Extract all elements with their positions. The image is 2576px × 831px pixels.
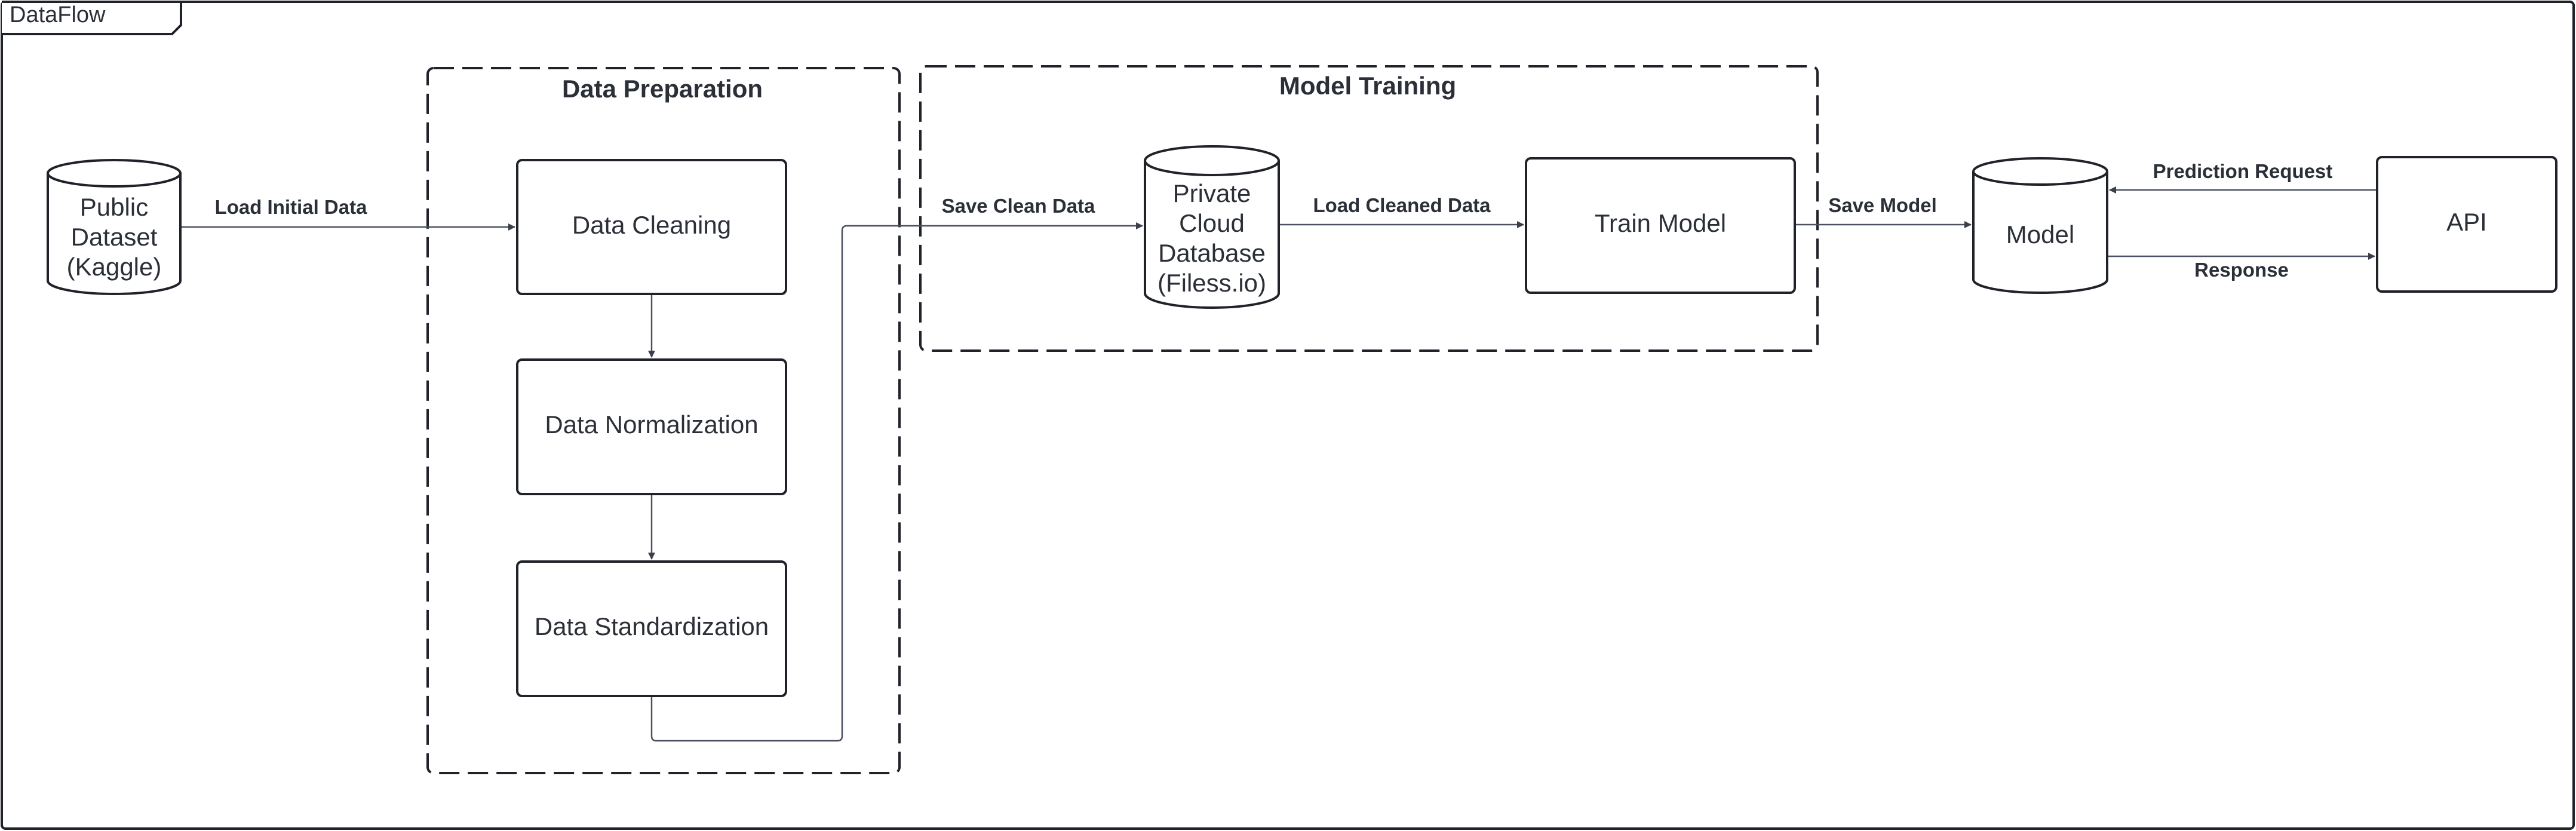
frame-title: DataFlow <box>10 2 106 27</box>
label-response: Response <box>2194 259 2289 281</box>
group-title-model-training: Model Training <box>1279 72 1456 100</box>
private-db-line-4: (Filess.io) <box>1157 269 1266 297</box>
private-db-line-3: Database <box>1158 239 1266 267</box>
node-model: Model <box>1972 157 2108 294</box>
model-label: Model <box>2006 220 2074 249</box>
edges <box>182 186 2376 742</box>
group-data-preparation: Data Preparation <box>426 67 901 774</box>
node-api: API <box>2376 156 2557 293</box>
label-load-initial-data: Load Initial Data <box>215 196 368 218</box>
node-data-cleaning: Data Cleaning <box>516 159 787 295</box>
private-db-line-1: Private <box>1173 179 1251 207</box>
label-load-cleaned-data: Load Cleaned Data <box>1313 194 1491 216</box>
node-data-normalization: Data Normalization <box>516 358 787 495</box>
node-train-model: Train Model <box>1525 157 1796 294</box>
public-dataset-line-1: Public <box>80 193 148 221</box>
node-private-cloud-database: Private Cloud Database (Filess.io) <box>1144 145 1280 309</box>
data-standardization-label: Data Standardization <box>535 612 769 640</box>
node-public-dataset: Public Dataset (Kaggle) <box>47 159 182 295</box>
public-dataset-line-3: (Kaggle) <box>67 253 162 281</box>
edge-save-clean-data <box>650 222 1143 742</box>
data-cleaning-label: Data Cleaning <box>572 211 731 239</box>
public-dataset-line-2: Dataset <box>71 223 158 251</box>
node-data-standardization: Data Standardization <box>516 560 787 697</box>
group-title-data-preparation: Data Preparation <box>562 75 763 103</box>
data-normalization-label: Data Normalization <box>545 410 758 439</box>
private-db-line-2: Cloud <box>1179 209 1245 237</box>
label-save-clean-data: Save Clean Data <box>942 195 1095 217</box>
train-model-label: Train Model <box>1595 209 1726 237</box>
label-prediction-request: Prediction Request <box>2153 160 2333 182</box>
group-model-training: Model Training <box>919 65 1819 352</box>
label-save-model: Save Model <box>1828 194 1937 216</box>
edge-labels: Load Initial Data Save Clean Data Load C… <box>215 160 2333 281</box>
api-label: API <box>2446 208 2487 236</box>
